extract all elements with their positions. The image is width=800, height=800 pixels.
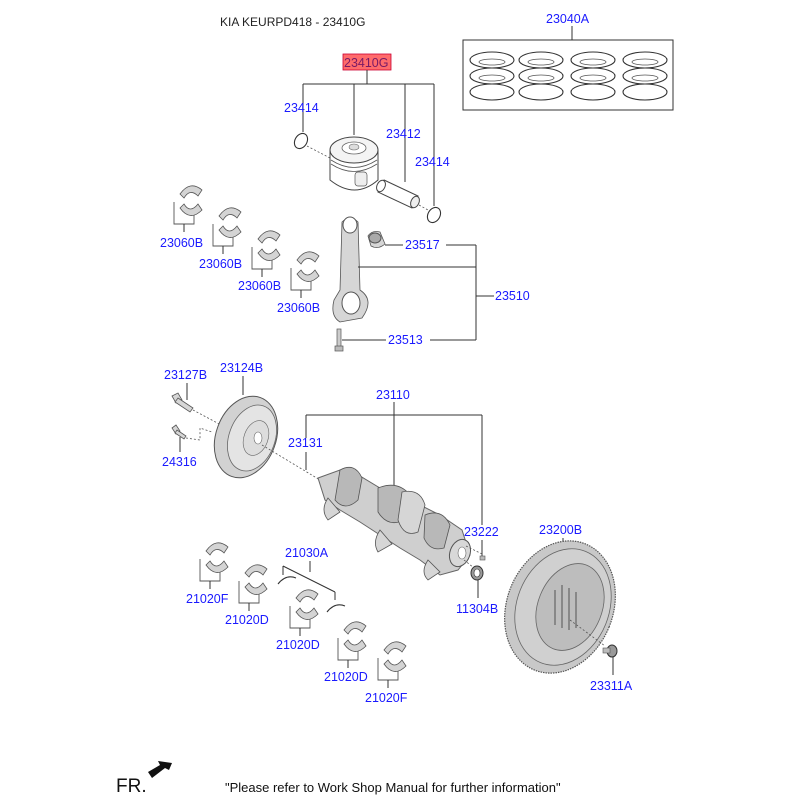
bearing-shell (238, 564, 268, 611)
label-21020F-1[interactable]: 21020F (186, 592, 229, 606)
front-direction-arrow-icon (148, 761, 172, 778)
front-direction-label: FR. (116, 776, 147, 797)
bearing-shell (251, 230, 281, 277)
piston-ring (622, 83, 668, 101)
bearing-shell (289, 589, 319, 636)
main-bearings (199, 542, 407, 688)
label-23414-right[interactable]: 23414 (415, 155, 450, 169)
thrust-washer-1 (277, 576, 297, 585)
label-23200B[interactable]: 23200B (539, 523, 582, 537)
piston-ring (469, 83, 515, 101)
piston-pin (376, 179, 420, 209)
bearing-shell (199, 542, 229, 589)
conrod-bearings (173, 185, 320, 298)
label-23131[interactable]: 23131 (288, 436, 323, 450)
ring-stack (570, 51, 616, 101)
label-23513[interactable]: 23513 (388, 333, 423, 347)
piston-ring (570, 83, 616, 101)
label-21020D-2[interactable]: 21020D (276, 638, 320, 652)
label-24316[interactable]: 24316 (162, 455, 197, 469)
bearing-shell (173, 185, 203, 232)
footer-note: "Please refer to Work Shop Manual for fu… (225, 780, 561, 795)
label-23110[interactable]: 23110 (376, 388, 410, 402)
label-21020D-1[interactable]: 21020D (225, 613, 269, 627)
label-23517[interactable]: 23517 (405, 238, 440, 252)
bearing-shell (290, 251, 320, 298)
conrod-bolt (334, 328, 344, 352)
crankshaft-leader-lines (305, 402, 483, 558)
label-21020F-2[interactable]: 21020F (365, 691, 408, 705)
snap-ring-right (426, 206, 442, 224)
small-end-bushing (367, 231, 386, 248)
ring-stack (622, 51, 668, 101)
label-23127B[interactable]: 23127B (164, 368, 207, 382)
piston-ring-set (462, 26, 674, 111)
snap-ring-left (293, 132, 309, 150)
bearing-shell (337, 621, 367, 668)
label-23060B-3[interactable]: 23060B (238, 279, 281, 293)
label-23311A[interactable]: 23311A (590, 679, 633, 693)
flywheel (504, 540, 616, 674)
label-21030A[interactable]: 21030A (285, 546, 329, 560)
label-23040A[interactable]: 23040A (546, 12, 590, 26)
piston (329, 136, 379, 191)
label-23060B-1[interactable]: 23060B (160, 236, 203, 250)
thrust-washer-leader (282, 561, 336, 600)
label-23060B-4[interactable]: 23060B (277, 301, 320, 315)
label-23412[interactable]: 23412 (386, 127, 421, 141)
washer-bolt (171, 424, 187, 440)
label-11304B[interactable]: 11304B (456, 602, 498, 616)
piston-ring (518, 83, 564, 101)
crank-pin (479, 555, 486, 561)
label-23414-left[interactable]: 23414 (284, 101, 319, 115)
label-23060B-2[interactable]: 23060B (199, 257, 242, 271)
bearing-shell (212, 207, 242, 254)
label-23124B[interactable]: 23124B (220, 361, 263, 375)
label-23410G-highlighted[interactable]: 23410G (344, 56, 388, 70)
ring-stack (469, 51, 515, 101)
flywheel-bolt (602, 644, 618, 658)
label-21020D-3[interactable]: 21020D (324, 670, 368, 684)
ring-stack (518, 51, 564, 101)
conrod-leader-lines (342, 244, 494, 341)
page-title: KIA KEURPD418 - 23410G (220, 15, 366, 29)
damper-pulley (213, 395, 279, 479)
piston-leader-lines (302, 70, 435, 206)
label-23222[interactable]: 23222 (464, 525, 499, 539)
thrust-washer-2 (326, 604, 346, 613)
pulley-bolt (171, 392, 194, 413)
connecting-rod (332, 216, 369, 323)
label-23510[interactable]: 23510 (495, 289, 530, 303)
bearing-shell (377, 641, 407, 688)
crankshaft (317, 466, 472, 581)
